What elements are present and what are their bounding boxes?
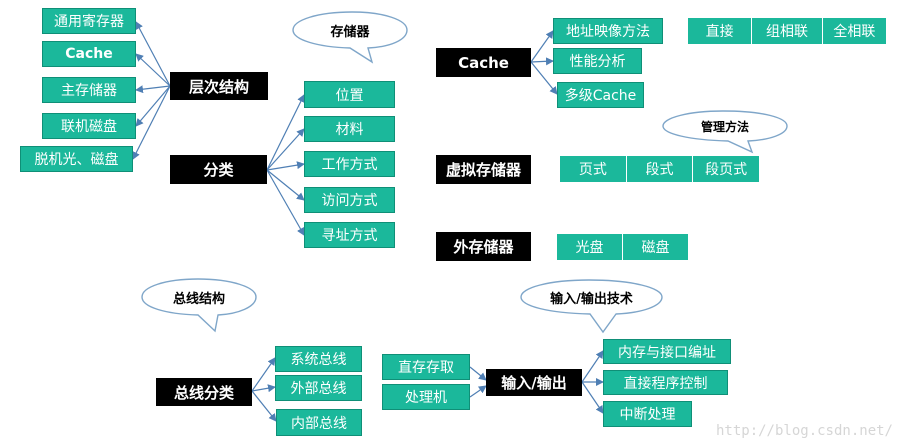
arrow xyxy=(135,21,171,87)
arrow xyxy=(530,57,554,66)
arrow xyxy=(469,385,487,398)
arrow xyxy=(132,85,171,160)
node-location: 位置 xyxy=(304,81,395,108)
node-hierarchy: 层次结构 xyxy=(170,72,268,100)
mapping-methods-bar: 直接 组相联 全相联 xyxy=(688,18,886,44)
node-access-mode: 访问方式 xyxy=(304,187,395,213)
node-work-mode: 工作方式 xyxy=(304,151,395,177)
external-media-bar: 光盘 磁盘 xyxy=(557,234,688,260)
virtual-segment-page: 段页式 xyxy=(692,156,760,182)
arrow xyxy=(530,30,554,63)
node-material: 材料 xyxy=(304,116,395,142)
arrow xyxy=(251,357,276,392)
node-performance: 性能分析 xyxy=(553,48,642,74)
node-internal-bus: 内部总线 xyxy=(276,409,362,436)
arrow xyxy=(135,53,171,87)
node-online-disk: 联机磁盘 xyxy=(42,113,136,139)
mapping-fully-associative: 全相联 xyxy=(821,18,886,44)
node-processor: 处理机 xyxy=(382,384,470,410)
node-general-register: 通用寄存器 xyxy=(42,8,136,34)
watermark: http://blog.csdn.net/ xyxy=(715,423,893,439)
bubble-management xyxy=(662,110,788,154)
arrow xyxy=(251,384,276,393)
node-cache: Cache xyxy=(436,48,531,77)
bubble-io xyxy=(520,279,663,334)
node-classify: 分类 xyxy=(170,155,267,184)
node-offline-disk: 脱机光、磁盘 xyxy=(20,146,133,172)
external-optical: 光盘 xyxy=(557,234,622,260)
node-bus-classify: 总线分类 xyxy=(156,378,252,406)
virtual-segment: 段式 xyxy=(625,156,693,182)
external-magnetic: 磁盘 xyxy=(622,234,688,260)
virtual-methods-bar: 页式 段式 段页式 xyxy=(560,156,760,182)
arrow xyxy=(469,366,487,381)
node-multilevel-cache: 多级Cache xyxy=(557,82,644,108)
node-direct-program-control: 直接程序控制 xyxy=(603,370,728,395)
node-virtual-memory: 虚拟存储器 xyxy=(436,155,531,184)
storage-bubble-text: 存储器 xyxy=(330,24,370,40)
node-address-mapping: 地址映像方法 xyxy=(553,18,663,44)
arrow xyxy=(581,381,604,414)
arrow xyxy=(266,169,305,236)
node-external-memory: 外存储器 xyxy=(436,232,531,261)
mapping-direct: 直接 xyxy=(688,18,752,44)
node-io: 输入/输出 xyxy=(486,369,582,396)
arrow xyxy=(266,161,305,171)
node-addressing-mode: 寻址方式 xyxy=(304,222,395,248)
arrow xyxy=(266,128,305,171)
management-bubble-text: 管理方法 xyxy=(700,119,749,134)
node-interrupt-handling: 中断处理 xyxy=(603,401,692,427)
arrow xyxy=(581,350,604,383)
virtual-page: 页式 xyxy=(560,156,626,182)
arrow xyxy=(530,61,558,95)
node-memory-interface-addressing: 内存与接口编址 xyxy=(603,339,731,364)
node-external-bus: 外部总线 xyxy=(275,375,362,401)
arrow xyxy=(135,85,171,127)
arrow xyxy=(266,169,305,201)
arrow xyxy=(266,94,305,171)
arrow xyxy=(251,390,277,422)
node-cache-level: Cache xyxy=(42,41,136,67)
bus-bubble-text: 总线结构 xyxy=(172,291,225,307)
bubble-storage xyxy=(292,11,408,64)
node-main-memory: 主存储器 xyxy=(42,77,136,103)
node-system-bus: 系统总线 xyxy=(275,346,362,372)
node-direct-access: 直存存取 xyxy=(382,354,470,380)
bubble-bus xyxy=(141,278,257,333)
io-bubble-text: 输入/输出技术 xyxy=(550,291,633,307)
arrow xyxy=(135,85,171,94)
mapping-set-associative: 组相联 xyxy=(751,18,822,44)
